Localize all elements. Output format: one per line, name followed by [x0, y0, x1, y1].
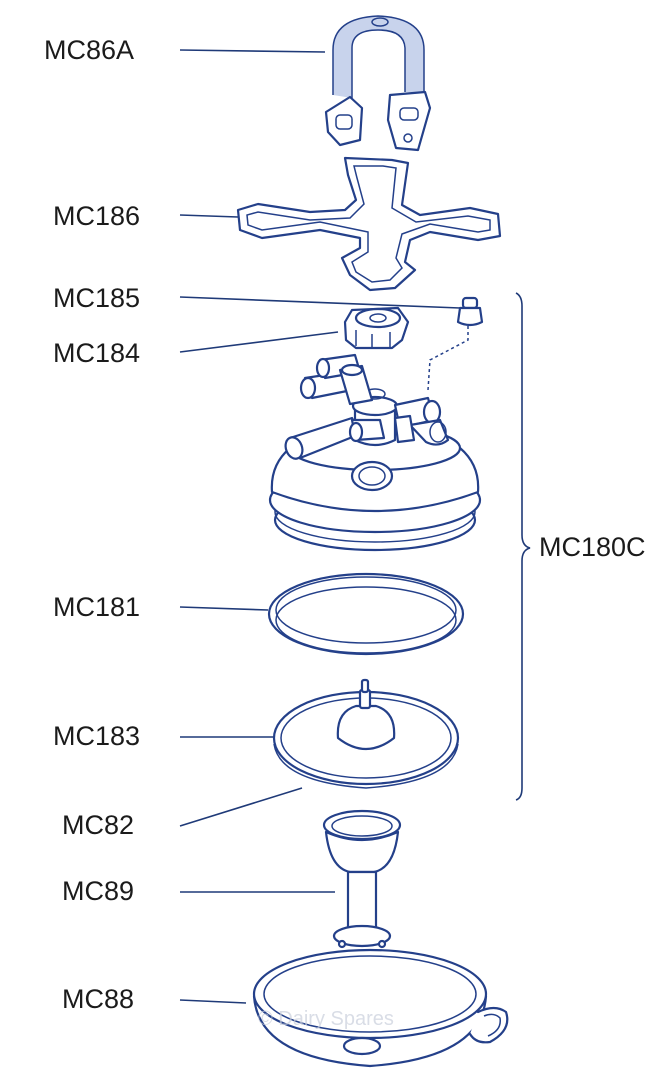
diaphragm-part — [272, 678, 460, 786]
seal-ring-part — [267, 572, 465, 656]
leader-mc185 — [179, 296, 461, 309]
leader-mc184 — [179, 331, 339, 353]
gasket-part — [236, 156, 502, 292]
valve-plug-part — [427, 296, 484, 391]
leader-mc181 — [179, 606, 269, 611]
label-mc181: MC181 — [53, 592, 141, 622]
o-ring-part — [273, 743, 459, 789]
strap-part — [324, 15, 432, 152]
distributor-part — [322, 809, 402, 949]
label-mc184: MC184 — [53, 338, 141, 368]
watermark-text: © Dairy Spares — [258, 1008, 394, 1030]
leader-mc88 — [179, 999, 247, 1004]
label-mc88: MC88 — [62, 984, 135, 1014]
bowl-part — [252, 948, 509, 1068]
label-mc186: MC186 — [53, 201, 141, 231]
label-mc185: MC185 — [53, 283, 141, 313]
cover-assembly-part — [268, 353, 482, 552]
assembly-bracket — [515, 292, 531, 801]
label-mc86a: MC86A — [44, 35, 135, 65]
leader-mc86a — [179, 49, 326, 53]
label-mc183: MC183 — [53, 721, 141, 751]
leader-lines — [179, 49, 531, 1004]
leader-mc186 — [179, 214, 239, 218]
leader-mc82 — [179, 787, 303, 827]
label-mc89: MC89 — [62, 876, 135, 906]
label-mc82: MC82 — [62, 810, 135, 840]
label-mc180c: MC180C — [539, 532, 646, 562]
cap-nut-part — [343, 306, 410, 350]
